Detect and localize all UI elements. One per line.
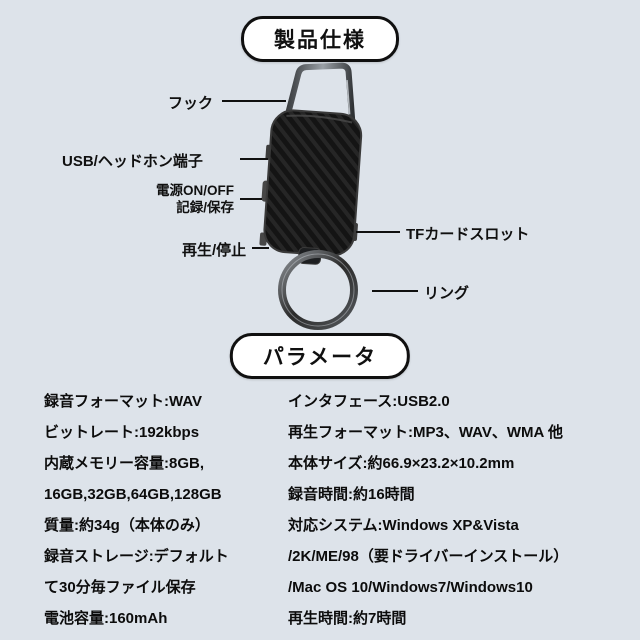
callout-label-power-line1: 電源ON/OFF (156, 183, 234, 198)
spec-line: /2K/ME/98（要ドライバーインストール） (288, 548, 569, 565)
body-top-highlight (286, 114, 353, 124)
spec-line: 16GB,32GB,64GB,128GB (44, 486, 222, 503)
spec-line: 対応システム:Windows XP&Vista (288, 517, 519, 534)
section-title-parameters: パラメータ (229, 333, 411, 379)
spec-line: ビットレート:192kbps (44, 424, 200, 441)
spec-line: 質量:約34g（本体のみ） (44, 517, 210, 534)
recorder-body (263, 109, 363, 257)
voice-recorder-svg (259, 62, 363, 330)
callout-line-ring (372, 290, 418, 292)
spec-column-left: 録音フォーマット:WAV ビットレート:192kbps 内蔵メモリー容量:8GB… (44, 386, 344, 634)
callout-label-ring: リング (424, 285, 470, 302)
spec-line: 本体サイズ:約66.9×23.2×10.2mm (288, 455, 515, 472)
spec-line: 録音ストレージ:デフォルト (44, 548, 229, 565)
spec-line: /Mac OS 10/Windows7/Windows10 (288, 579, 533, 596)
callout-label-hook: フック (168, 95, 214, 112)
callout-label-power-line2: 記録/保存 (176, 200, 234, 215)
spec-line: インタフェース:USB2.0 (288, 393, 450, 410)
spec-line: 録音時間:約16時間 (288, 486, 415, 503)
callout-line-hook (222, 100, 286, 102)
spec-column-right: インタフェース:USB2.0 再生フォーマット:MP3、WAV、WMA 他 本体… (288, 386, 628, 634)
callout-line-play (252, 247, 269, 249)
callout-label-play: 再生/停止 (182, 242, 247, 259)
key-ring-highlight (281, 253, 355, 327)
spec-line: 再生フォーマット:MP3、WAV、WMA 他 (288, 424, 563, 441)
hook-gate-highlight (346, 80, 351, 115)
callout-line-power (240, 198, 262, 200)
voice-recorder-illustration (252, 60, 392, 332)
section-title-product-spec: 製品仕様 (241, 16, 399, 62)
spec-line: 内蔵メモリー容量:8GB, (44, 455, 205, 472)
spec-line: て30分毎ファイル保存 (44, 579, 196, 596)
spec-line: 再生時間:約7時間 (288, 610, 407, 627)
callout-label-usb: USB/ヘッドホン端子 (62, 153, 203, 170)
callout-line-usb (240, 158, 268, 160)
callout-label-tf: TFカードスロット (406, 226, 530, 243)
spec-line: 電池容量:160mAh (44, 610, 168, 627)
spec-line: 録音フォーマット:WAV (44, 393, 203, 410)
hook-shape (283, 62, 356, 123)
callout-line-tf (356, 231, 400, 233)
callout-label-power: 電源ON/OFF 記録/保存 (118, 182, 234, 216)
